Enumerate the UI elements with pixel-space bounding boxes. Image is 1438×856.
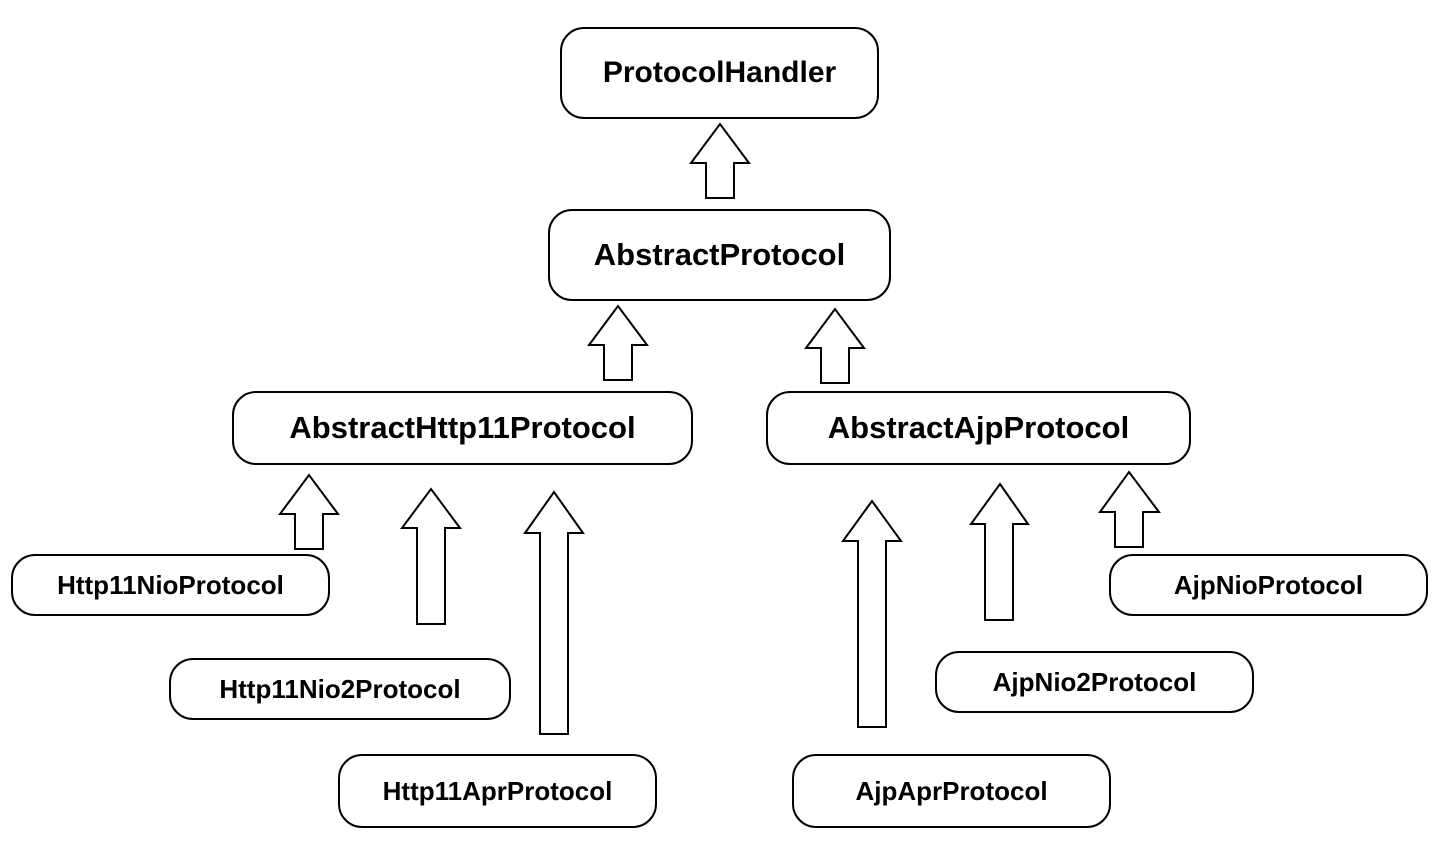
node-label: Http11AprProtocol: [382, 775, 613, 806]
arrow-http11apr-to-abstracthttp11: [523, 490, 585, 735]
node-ajp-nio-protocol: AjpNioProtocol: [1109, 554, 1428, 616]
node-abstract-http11-protocol: AbstractHttp11Protocol: [232, 391, 693, 465]
arrow-abstractprotocol-to-protocolhandler: [689, 122, 751, 199]
node-label: AjpNio2Protocol: [992, 666, 1197, 697]
arrow-abstractajp-to-abstractprotocol: [804, 307, 866, 384]
node-ajp-apr-protocol: AjpAprProtocol: [792, 754, 1111, 828]
node-label: ProtocolHandler: [602, 56, 837, 89]
node-abstract-protocol: AbstractProtocol: [548, 209, 891, 301]
arrow-http11nio-to-abstracthttp11: [278, 473, 340, 550]
arrow-ajpnio2-to-abstractajp: [969, 482, 1030, 621]
node-label: Http11NioProtocol: [57, 569, 284, 600]
node-label: AjpAprProtocol: [855, 775, 1048, 806]
node-http11-apr-protocol: Http11AprProtocol: [338, 754, 657, 828]
arrow-ajpnio-to-abstractajp: [1098, 470, 1161, 548]
node-label: AbstractProtocol: [593, 237, 846, 272]
arrow-ajpapr-to-abstractajp: [841, 499, 903, 728]
arrow-http11nio2-to-abstracthttp11: [400, 487, 462, 625]
node-abstract-ajp-protocol: AbstractAjpProtocol: [766, 391, 1191, 465]
node-label: Http11Nio2Protocol: [219, 673, 461, 704]
node-label: AbstractAjpProtocol: [827, 410, 1130, 445]
node-label: AbstractHttp11Protocol: [289, 410, 636, 445]
node-ajp-nio2-protocol: AjpNio2Protocol: [935, 651, 1254, 713]
node-http11-nio2-protocol: Http11Nio2Protocol: [169, 658, 511, 720]
node-protocol-handler: ProtocolHandler: [560, 27, 879, 119]
node-http11-nio-protocol: Http11NioProtocol: [11, 554, 330, 616]
arrow-abstracthttp11-to-abstractprotocol: [587, 304, 649, 381]
node-label: AjpNioProtocol: [1173, 569, 1364, 600]
